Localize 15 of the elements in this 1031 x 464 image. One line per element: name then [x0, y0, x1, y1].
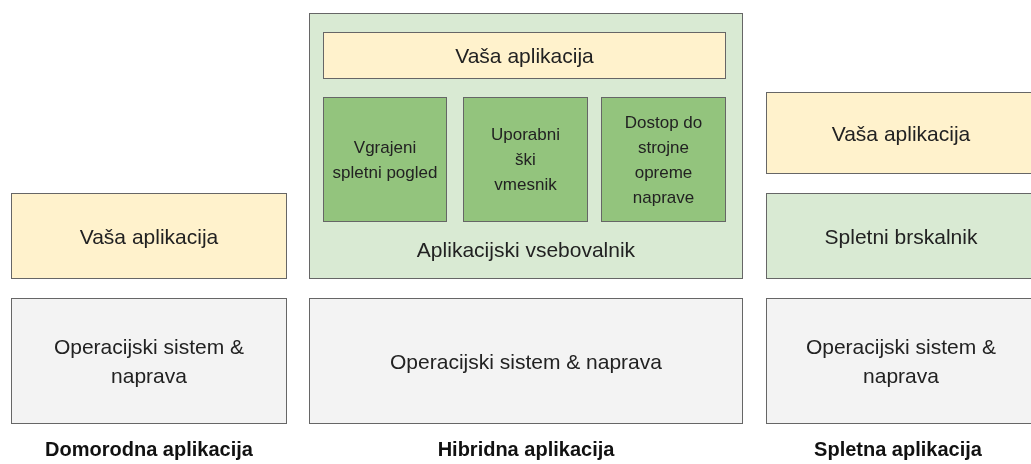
component-box: Uporabniški vmesnik [463, 97, 588, 222]
column-caption: Spletna aplikacija [814, 438, 982, 461]
component-box: Vgrajeni spletni pogled [323, 97, 447, 222]
app-layer-box: Vaša aplikacija [766, 92, 1031, 174]
app-layer-box: Vaša aplikacija [11, 193, 287, 279]
column-caption: Hibridna aplikacija [437, 438, 615, 461]
os-layer-box: Operacijski sistem & naprava [309, 298, 743, 424]
app-layer-box: Vaša aplikacija [323, 32, 726, 79]
component-box: Dostop do strojne opreme naprave [601, 97, 726, 222]
os-layer-box: Operacijski sistem & naprava [11, 298, 287, 424]
os-layer-box: Operacijski sistem & naprava [766, 298, 1031, 424]
browser-layer-box: Spletni brskalnik [766, 193, 1031, 279]
container-label: Aplikacijski vsebovalnik [415, 237, 637, 263]
column-caption: Domorodna aplikacija [45, 438, 253, 461]
container-box [309, 13, 743, 279]
